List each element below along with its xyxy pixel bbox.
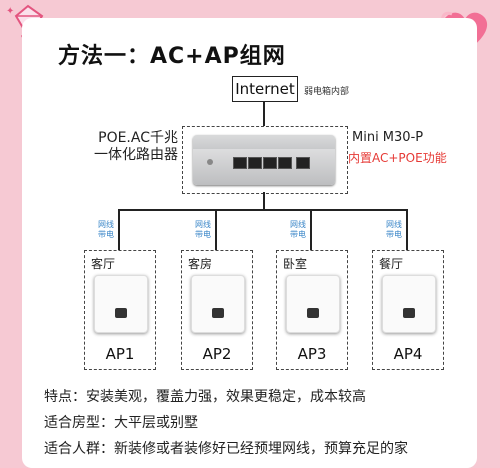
features-text: 特点：安装美观，覆盖力强，效果更稳定，成本较高 xyxy=(44,389,366,405)
ap-device xyxy=(382,275,436,333)
ethernet-port-icon xyxy=(115,308,127,318)
connector-line xyxy=(263,192,265,210)
cable-label: 网线带电 xyxy=(386,220,402,239)
room-name: 餐厅 xyxy=(379,257,404,271)
ap-room: 客厅 AP1 xyxy=(84,250,156,370)
ap-name: AP2 xyxy=(202,345,232,363)
ethernet-port-icon xyxy=(403,308,415,318)
router-feature: 内置AC+POE功能 xyxy=(348,151,447,165)
room-name: 客厅 xyxy=(91,257,116,271)
cable-label: 网线带电 xyxy=(98,220,114,239)
content-card xyxy=(22,18,477,468)
ap-room: 卧室 AP3 xyxy=(276,250,348,370)
connector-line xyxy=(215,209,217,250)
internet-box: Internet xyxy=(232,76,298,102)
connector-line xyxy=(118,209,120,250)
router-label: POE.AC千兆 一体化路由器 xyxy=(94,130,178,163)
ap-device xyxy=(286,275,340,333)
ap-room: 餐厅 AP4 xyxy=(372,250,444,370)
router-frame xyxy=(182,126,348,194)
connector-line xyxy=(310,209,312,250)
connector-line xyxy=(406,209,408,250)
connector-line xyxy=(263,101,265,126)
svg-text:✦: ✦ xyxy=(6,6,14,17)
room-name: 客房 xyxy=(188,257,213,271)
page-title: 方法一：AC+AP组网 xyxy=(58,44,286,69)
cable-label: 网线带电 xyxy=(290,220,306,239)
router-model: Mini M30-P xyxy=(352,130,424,145)
ap-name: AP1 xyxy=(105,345,135,363)
ap-room: 客房 AP2 xyxy=(181,250,253,370)
ap-device xyxy=(191,275,245,333)
connector-line xyxy=(118,209,408,211)
ap-name: AP3 xyxy=(297,345,327,363)
house-type-text: 适合房型：大平层或别墅 xyxy=(44,415,198,431)
audience-text: 适合人群：新装修或者装修好已经预埋网线，预算充足的家 xyxy=(44,441,408,457)
ethernet-port-icon xyxy=(307,308,319,318)
ap-device xyxy=(94,275,148,333)
ethernet-port-icon xyxy=(212,308,224,318)
cable-label: 网线带电 xyxy=(195,220,211,239)
room-name: 卧室 xyxy=(283,257,308,271)
internet-note: 弱电箱内部 xyxy=(304,87,350,97)
ap-name: AP4 xyxy=(393,345,423,363)
router-device xyxy=(193,135,335,185)
